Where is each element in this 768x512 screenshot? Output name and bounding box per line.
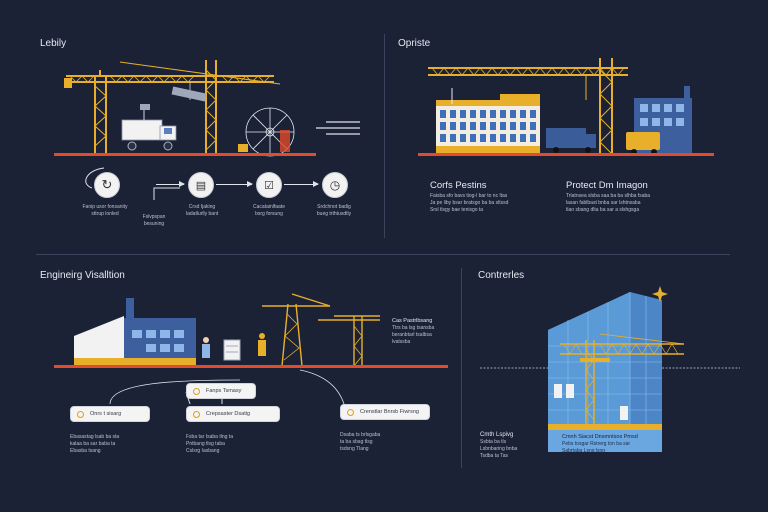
node-pill-1[interactable]: Fanps Tsmasy: [186, 383, 256, 399]
panel-title-top-right: Opriste: [398, 38, 431, 49]
flow-arrow-3: [284, 181, 319, 187]
panel-title-top-left: Lebily: [40, 38, 67, 49]
document-icon: ▤: [195, 179, 207, 192]
label-left-bottom-right: Cmth Lspivg Ssbta ba tls Lsbnbaring bnba…: [480, 432, 518, 459]
ground-line-top-right: [418, 153, 714, 156]
node-dot-icon: [193, 387, 200, 395]
node-caption-3: Fsba tar Isaba tlng ta Pntbang tlsg taba…: [186, 434, 233, 454]
body-left-top-right: Faisba sfo bavs tiog-l bar to nc ltas Ja…: [430, 193, 509, 213]
node-dot-icon: [77, 410, 84, 418]
node-pill-4[interactable]: Crenstlar Bnrsb Fiwrsng: [340, 404, 430, 420]
heading-right-top-right: Protect Dm Imagon: [566, 180, 648, 191]
office-building: [436, 88, 540, 154]
node-pill-3[interactable]: Crepsaster Dsatig: [186, 406, 280, 422]
panel-title-bottom-right: Contrerles: [478, 270, 525, 281]
step-circle-1[interactable]: ↻: [94, 172, 120, 198]
ground-line-top-left: [54, 153, 316, 156]
step-circle-2[interactable]: ▤: [188, 172, 214, 198]
flow-arrow-2: [216, 181, 253, 187]
step-circle-4[interactable]: ◷: [322, 172, 348, 198]
ground-line-bottom-left: [54, 365, 448, 368]
step-circle-3[interactable]: ☑: [256, 172, 282, 198]
refresh-icon: ↻: [101, 177, 113, 192]
wheel-illustration: [245, 107, 295, 157]
clock-icon: ◷: [329, 178, 341, 192]
node-caption-2: Ebasastag lsab ba sta kalaa ba sar baba …: [70, 434, 120, 454]
node-dot-icon: [347, 408, 354, 416]
vertical-divider-bottom: [461, 268, 462, 468]
flow-arrow-1: [156, 181, 185, 187]
checklist-icon: ☑: [264, 179, 274, 192]
truck-illustration: [121, 104, 177, 151]
annotation-bottom-left: Cas Pastrlbsang Ttrs ba lsg tsansba bera…: [392, 318, 435, 345]
node-caption-4: Dsaba ts brlsgaba ta ba sbag tlsg tsdsng…: [340, 432, 381, 452]
crane-left: [66, 60, 281, 154]
node-dot-icon: [193, 410, 200, 418]
body-right-top-right: Trlatnsea slsba saa ba ba slhba fsaba la…: [566, 193, 651, 213]
heading-left-top-right: Corfs Pestins: [430, 180, 487, 191]
horizontal-divider: [36, 254, 730, 255]
node-pill-2[interactable]: Onrs t sisarg: [70, 406, 150, 422]
label-right-bottom-right: Cmnh Siacst Dnsmntsos Pmsd Pebs tosgar R…: [562, 434, 638, 454]
panel-title-bottom-left: Engineirg Visalltion: [40, 270, 125, 281]
vertical-divider-top: [384, 34, 385, 238]
